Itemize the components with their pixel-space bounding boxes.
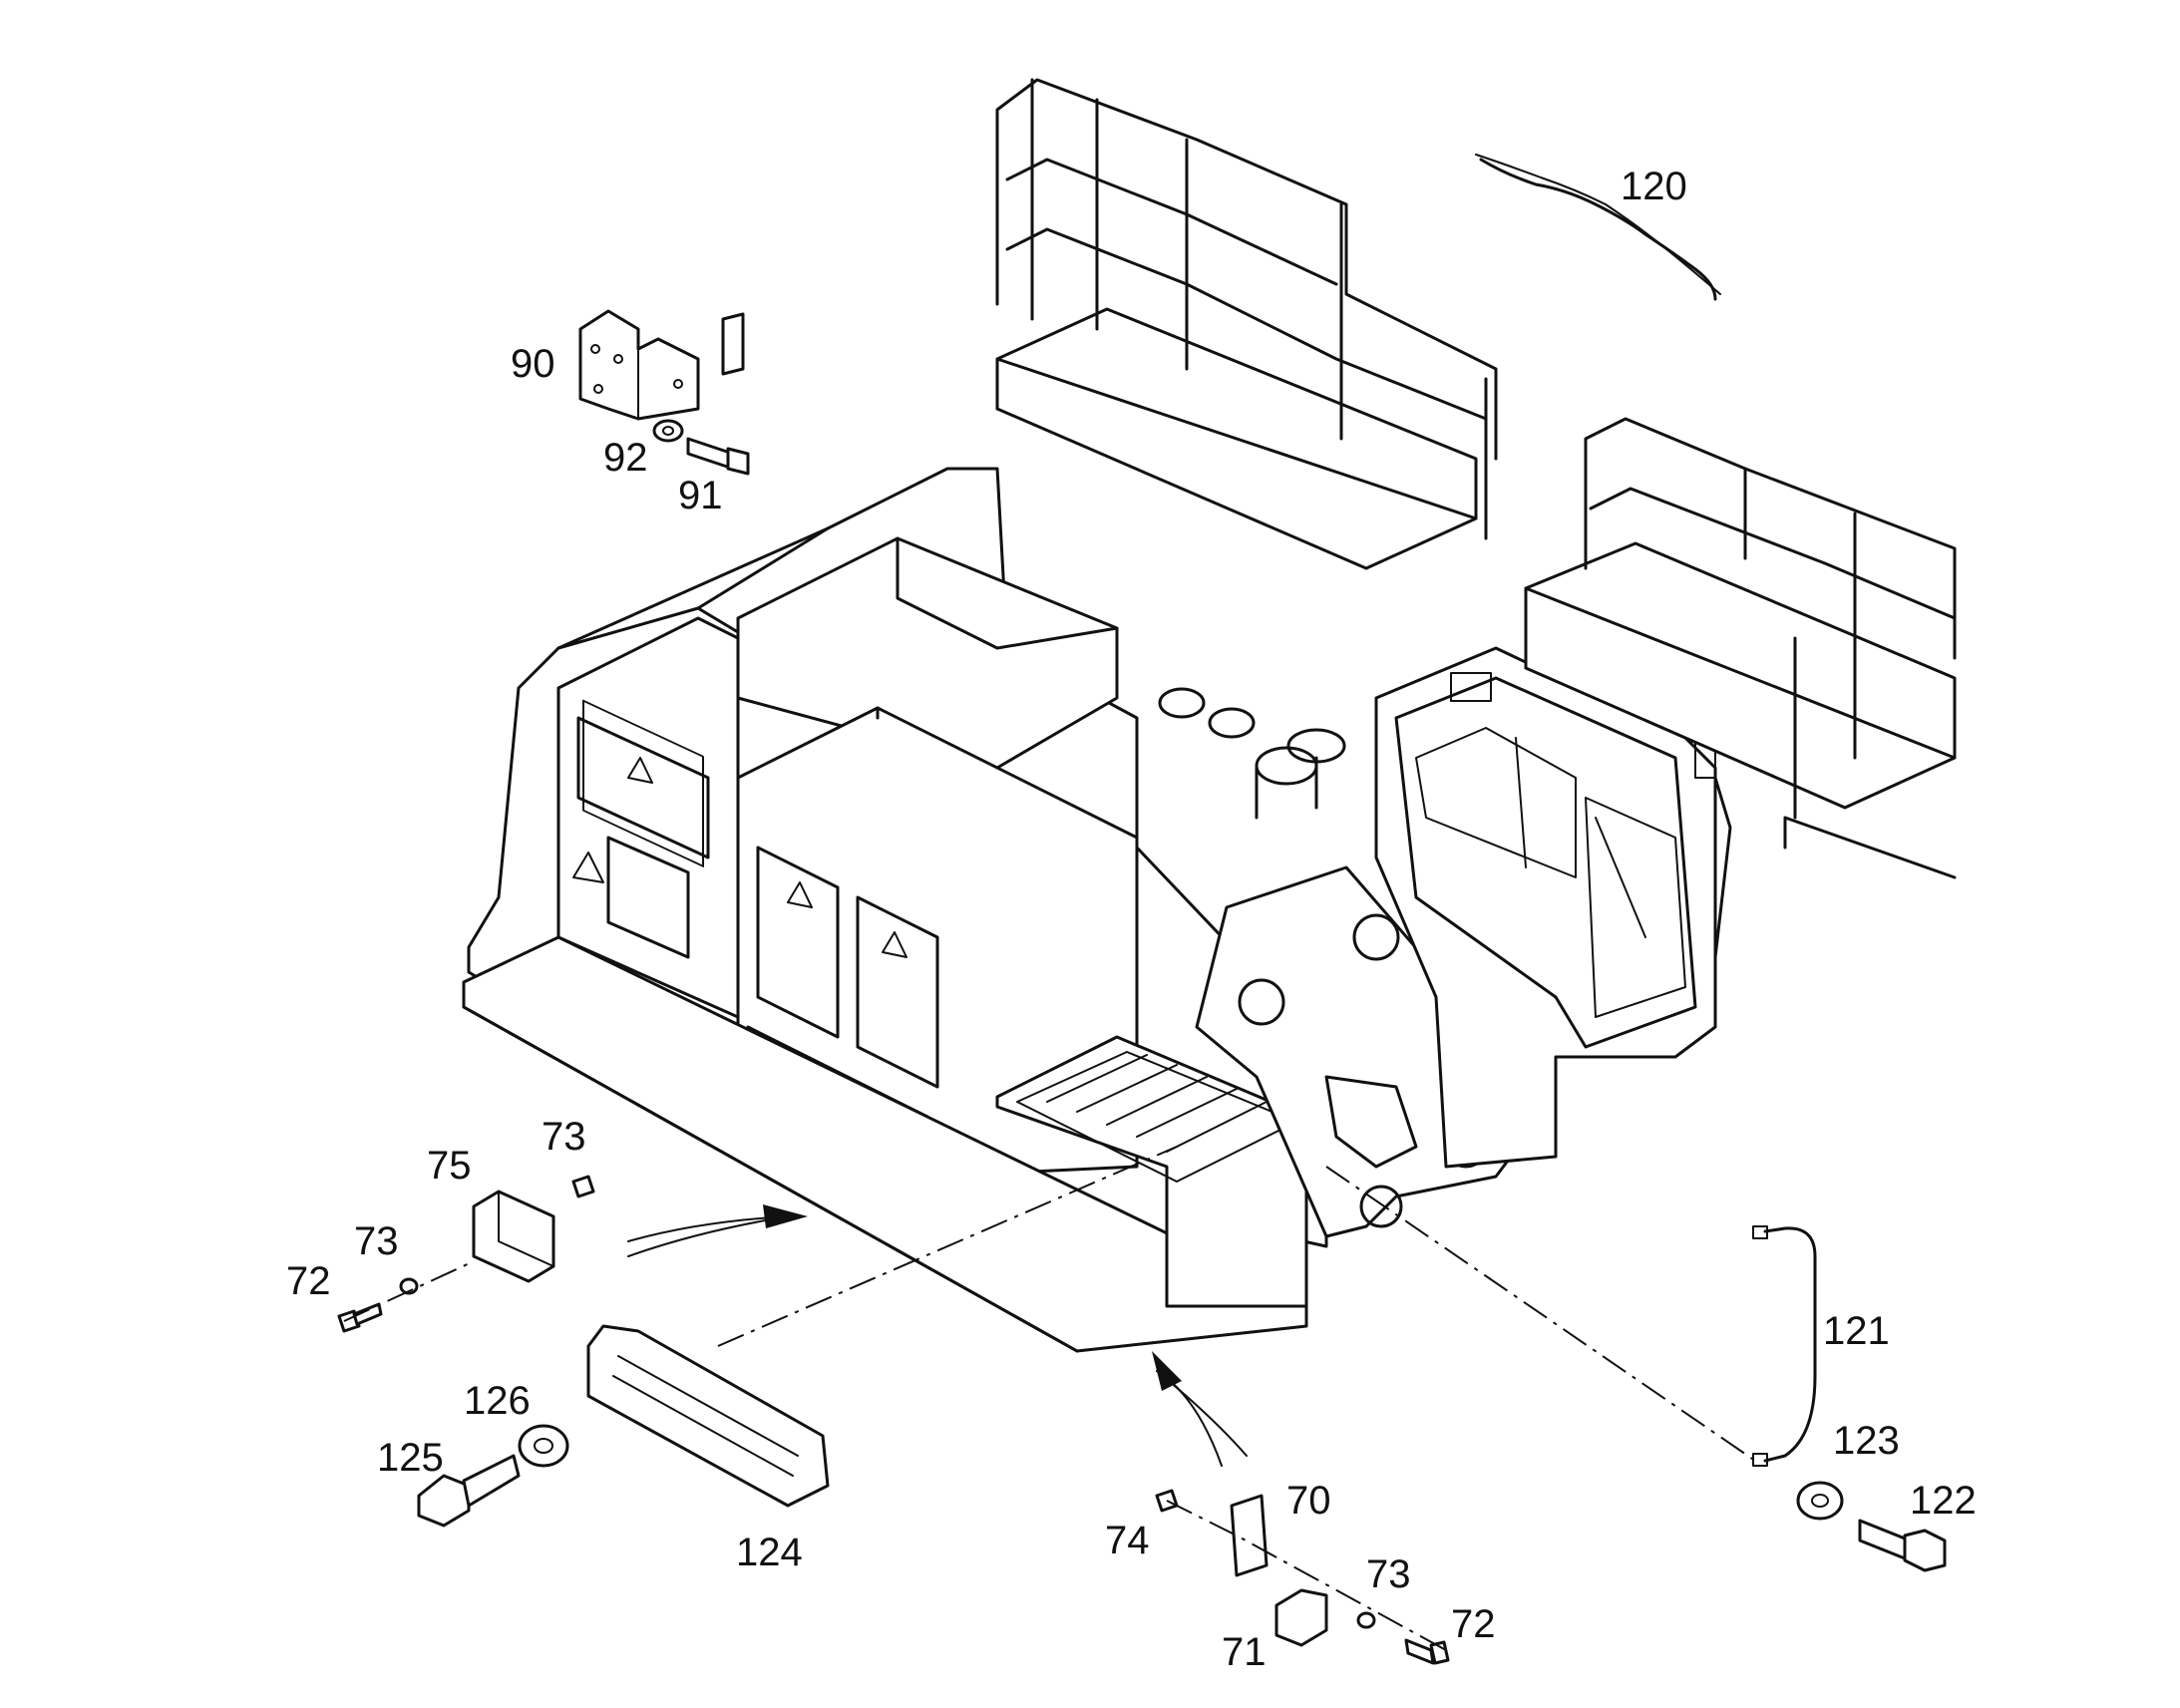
label-91: 91 <box>678 474 723 517</box>
arrow-indicator-left <box>627 1204 808 1257</box>
label-122: 122 <box>1910 1479 1977 1523</box>
bolt-part-72-lower <box>1404 1638 1450 1665</box>
label-92: 92 <box>603 436 648 480</box>
bolt-part-125 <box>417 1454 521 1528</box>
label-126: 126 <box>464 1379 531 1423</box>
arrow-indicator-bottom <box>1152 1351 1248 1467</box>
label-125: 125 <box>377 1436 444 1480</box>
clamp-part-75 <box>472 1190 555 1283</box>
label-123: 123 <box>1833 1419 1900 1463</box>
label-73-lower: 73 <box>1366 1552 1411 1596</box>
bolt-part-91 <box>686 437 750 476</box>
label-120: 120 <box>1621 165 1687 208</box>
label-73-upper: 73 <box>542 1115 586 1159</box>
plate-part-70 <box>1230 1494 1269 1577</box>
nut-part-73-upper <box>571 1175 595 1198</box>
clamp-part-71 <box>1274 1588 1328 1647</box>
platform-railing <box>995 78 1957 879</box>
label-70: 70 <box>1286 1479 1331 1523</box>
washer-part-92 <box>652 419 684 443</box>
bracket-part-90 <box>578 309 745 421</box>
label-72-left: 72 <box>286 1259 331 1303</box>
label-74: 74 <box>1105 1519 1150 1562</box>
step-part-124 <box>586 1324 830 1508</box>
label-90: 90 <box>511 342 555 386</box>
machine-uppercarriage <box>462 467 1732 1353</box>
label-73-left: 73 <box>354 1219 399 1263</box>
bolt-part-122 <box>1858 1519 1947 1572</box>
label-75: 75 <box>427 1144 472 1188</box>
label-124: 124 <box>736 1531 803 1574</box>
label-121: 121 <box>1823 1309 1890 1353</box>
washer-part-126 <box>518 1424 569 1468</box>
washer-part-123 <box>1796 1481 1844 1521</box>
washer-part-73-left <box>399 1277 419 1295</box>
bolt-part-72-left <box>337 1302 383 1333</box>
cable-part-121 <box>1752 1225 1817 1467</box>
chain-part-120 <box>1475 154 1721 301</box>
assembly-centerlines <box>343 1146 1756 1651</box>
label-71: 71 <box>1222 1630 1267 1674</box>
label-72-lower: 72 <box>1451 1602 1496 1646</box>
washer-part-73-lower <box>1356 1611 1376 1629</box>
